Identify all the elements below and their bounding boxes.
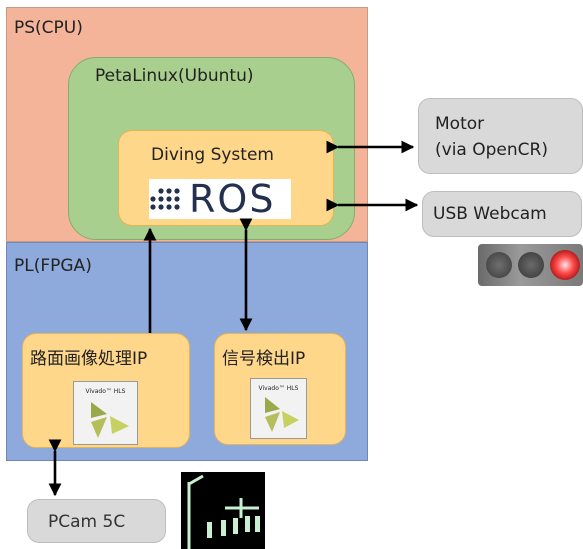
binary-road-image xyxy=(181,472,265,549)
diving-system-label: Diving System xyxy=(151,145,274,165)
motor-label-line1: Motor xyxy=(435,114,485,134)
pcam-label: PCam 5C xyxy=(48,512,126,532)
usb-webcam-label: USB Webcam xyxy=(433,204,547,224)
vivado-hls-logo-2: Vivado™ HLS xyxy=(250,378,307,439)
vivado-hls-icon xyxy=(91,402,129,438)
binary-road-lines xyxy=(187,474,260,549)
pl-fpga-label: PL(FPGA) xyxy=(14,256,92,276)
vivado-hls-logo-text: Vivado™ HLS xyxy=(85,388,126,395)
traffic-light-lamp-off-2 xyxy=(518,252,544,278)
petalinux-label: PetaLinux(Ubuntu) xyxy=(95,66,254,86)
pcam-box xyxy=(27,499,166,543)
signal-detection-ip-label: 信号検出IP xyxy=(222,349,306,369)
vivado-hls-icon-2 xyxy=(265,397,299,432)
usb-webcam-box xyxy=(422,191,582,237)
traffic-light-photo xyxy=(478,244,583,286)
traffic-light-lamp-off-1 xyxy=(486,252,512,278)
vivado-hls-logo-1: Vivado™ HLS xyxy=(73,381,138,445)
vivado-hls-logo-text-2: Vivado™ HLS xyxy=(258,385,299,392)
ros-logo: ROS xyxy=(149,179,291,219)
ros-logo-text: ROS xyxy=(189,177,276,221)
motor-box xyxy=(418,98,583,174)
ros-dots-icon xyxy=(150,188,180,210)
road-image-ip-label: 路面画像処理IP xyxy=(30,349,148,369)
traffic-light-red-lamp xyxy=(550,250,580,280)
ps-cpu-label: PS(CPU) xyxy=(14,18,83,38)
motor-label-line2: (via OpenCR) xyxy=(435,140,548,160)
